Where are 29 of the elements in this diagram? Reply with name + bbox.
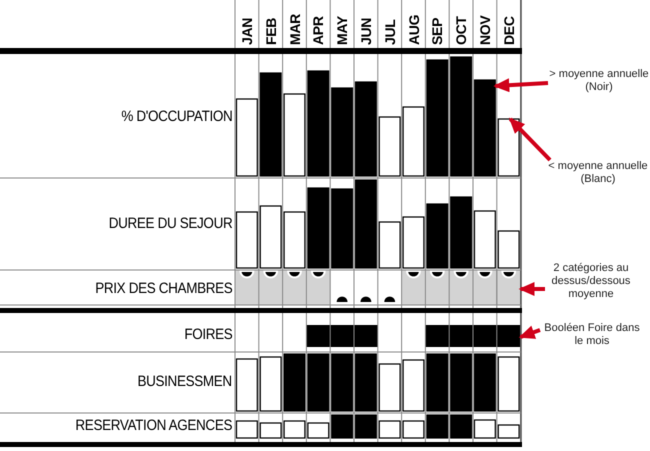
row-label: FOIRES [184, 326, 232, 343]
row-label: % D'OCCUPATION [120, 108, 232, 125]
month-label: MAY [334, 16, 350, 45]
bar [474, 79, 496, 177]
month-label: DEC [500, 16, 517, 45]
month-label: JUN [358, 18, 374, 45]
row-label: PRIX DES CHAMBRES [94, 280, 232, 297]
row-label: BUSINESSMEN [138, 373, 232, 390]
month-label: OCT [453, 16, 470, 45]
month-label: JUL [382, 19, 398, 45]
annotation-text: > moyenne annuelle (Noir) [548, 68, 650, 94]
month-label: NOV [477, 16, 493, 45]
annotation-text: Booléen Foire dans le mois [540, 322, 644, 348]
row-label: DUREE DU SEJOUR [108, 215, 232, 232]
month-label: AUG [406, 14, 422, 45]
arrow [508, 118, 552, 162]
row-label: RESERVATION AGENCES [75, 417, 232, 434]
month-label: FEB [262, 18, 279, 45]
month-label: JAN [239, 18, 255, 45]
bar [496, 325, 521, 347]
month-label: APR [310, 16, 326, 45]
annotation-text: 2 catégories au dessus/dessous moyenne [545, 262, 637, 301]
month-label: SEP [429, 18, 446, 45]
arrow [493, 78, 548, 92]
arrow [518, 326, 541, 339]
month-label: MAR [286, 14, 303, 45]
bar [498, 118, 520, 177]
arrow [518, 282, 545, 296]
annotation-text: < moyenne annuelle (Blanc) [546, 160, 650, 186]
